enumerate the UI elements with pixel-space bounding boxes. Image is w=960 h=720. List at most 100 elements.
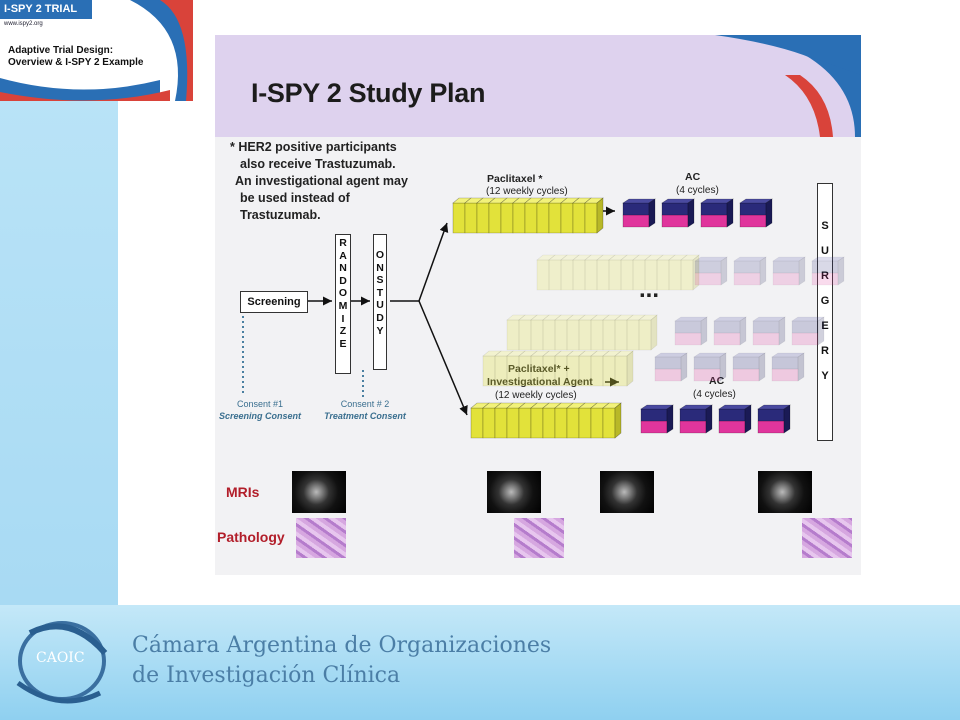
ac-cycle-magenta (757, 420, 785, 434)
paclitaxel-cycle-block (632, 259, 646, 291)
surgery-letter: Y (821, 370, 829, 382)
top-arm-ac-cycles: (4 cycles) (676, 185, 719, 196)
surgery-letter: U (821, 245, 829, 257)
paclitaxel-cycle-block (566, 319, 580, 351)
paclitaxel-cycle-block (470, 407, 484, 439)
ac-cycle-top (791, 316, 825, 322)
paclitaxel-cycle-block (506, 407, 520, 439)
paclitaxel-cycle-block (596, 259, 610, 291)
treatment-blocks (452, 197, 845, 439)
paclitaxel-cycle-top (530, 314, 550, 321)
bottom-arm-ac-cycles: (4 cycles) (693, 389, 736, 400)
ac-cycle-side (797, 352, 805, 382)
randomize-letter: N (339, 262, 347, 275)
surgery-letter: S (821, 220, 829, 232)
ac-cycle-navy (771, 356, 799, 370)
paclitaxel-cycle-top (608, 254, 628, 261)
paclitaxel-cycle-block (668, 259, 682, 291)
paclitaxel-cycle-block (476, 202, 490, 234)
note-line: An investigational agent may (235, 174, 408, 188)
her2-note: * HER2 positive participants also receiv… (230, 139, 408, 224)
ac-cycle-magenta (713, 332, 741, 346)
onstudy-letter: O (375, 249, 385, 261)
paclitaxel-cycle-top (680, 254, 700, 261)
ac-cycle-navy (752, 320, 780, 334)
ispy-logo-text: I-SPY 2 TRIAL (4, 3, 78, 15)
paclitaxel-cycle-block (560, 259, 574, 291)
ac-cycle-side (680, 352, 688, 382)
paclitaxel-cycle-block (536, 259, 550, 291)
surgery-letter: R (821, 345, 829, 357)
paclitaxel-cycle-top (572, 254, 592, 261)
ac-cycle-top (713, 316, 747, 322)
mri-image (292, 471, 346, 513)
onstudy-letter: U (376, 299, 384, 312)
ac-cycle-magenta (693, 368, 721, 382)
paclitaxel-cycle-block (614, 355, 628, 387)
ac-cycle-navy (757, 408, 785, 422)
consent1-line1: Consent #1 (236, 399, 284, 409)
more-arms-ellipsis: ... (639, 276, 660, 303)
footer-band: CAOIC Cámara Argentina de Organizaciones… (0, 605, 960, 720)
paclitaxel-cycle-block (464, 202, 478, 234)
onstudy-letter: D (376, 311, 384, 324)
ac-cycle-navy (694, 260, 722, 274)
ac-cycle-side (837, 256, 845, 286)
paclitaxel-cycle-block (584, 202, 598, 234)
paclitaxel-cycle-block (602, 319, 616, 351)
note-line: be used instead of (240, 191, 350, 205)
paclitaxel-cycle-top (614, 350, 634, 357)
paclitaxel-cycle-side (692, 254, 700, 291)
slide-header (215, 35, 861, 137)
top-arm-cycles: (12 weekly cycles) (486, 186, 568, 197)
consent2-label: Consent # 2 Treatment Consent (315, 398, 415, 422)
onstudy-letter: N (376, 261, 384, 274)
ac-cycle-navy (700, 202, 728, 216)
ac-cycle-top (811, 256, 845, 262)
ispy-url: www.ispy2.org (4, 21, 43, 27)
ac-cycle-magenta (640, 420, 668, 434)
note-line: * HER2 positive participants (230, 140, 397, 154)
pathology-image (514, 518, 564, 558)
surgery-letter: E (821, 320, 829, 332)
ac-cycle-magenta (739, 214, 767, 228)
paclitaxel-cycle-block (560, 202, 574, 234)
screening-box: Screening (240, 291, 308, 313)
paclitaxel-cycle-block (518, 407, 532, 439)
ac-cycle-navy (733, 260, 761, 274)
ac-cycle-side (798, 256, 806, 286)
paclitaxel-cycle-top (632, 254, 652, 261)
paclitaxel-cycle-block (608, 259, 622, 291)
pathology-image (296, 518, 346, 558)
paclitaxel-cycle-block (530, 407, 544, 439)
paclitaxel-cycle-block (500, 202, 514, 234)
flow-connectors (242, 206, 619, 416)
paclitaxel-cycle-block (590, 407, 604, 439)
paclitaxel-cycle-top (542, 350, 562, 357)
ac-cycle-side (739, 316, 747, 346)
ac-cycle-side (759, 256, 767, 286)
ac-cycle-top (752, 316, 786, 322)
paclitaxel-cycle-top (626, 314, 646, 321)
ac-cycle-magenta (679, 420, 707, 434)
ac-cycle-magenta (661, 214, 689, 228)
paclitaxel-cycle-block (566, 355, 580, 387)
mri-image (600, 471, 654, 513)
paclitaxel-cycle-block (644, 259, 658, 291)
surgery-letter: G (820, 295, 830, 307)
paclitaxel-cycle-top (614, 314, 634, 321)
paclitaxel-cycle-top (482, 350, 502, 357)
corner-title-line2: Overview & I-SPY 2 Example (8, 57, 144, 68)
paclitaxel-cycle-block (536, 202, 550, 234)
mri-image (487, 471, 541, 513)
consent1-line2: Screening Consent (218, 411, 301, 421)
paclitaxel-cycle-top (596, 254, 616, 261)
ac-cycle-side (700, 316, 708, 346)
paclitaxel-cycle-block (584, 259, 598, 291)
paclitaxel-cycle-top (644, 254, 664, 261)
paclitaxel-cycle-top (494, 350, 514, 357)
paclitaxel-cycle-block (572, 202, 586, 234)
paclitaxel-cycle-top (542, 314, 562, 321)
bottom-arm-drug-line2: Investigational Agent (487, 376, 593, 388)
